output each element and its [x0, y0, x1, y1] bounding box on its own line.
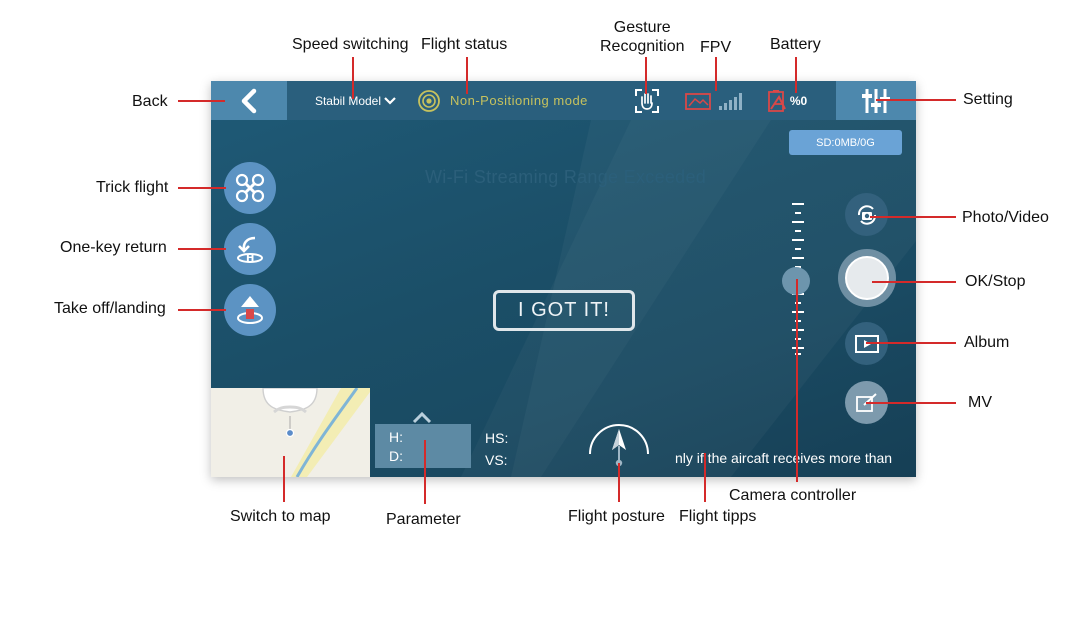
callout-trick-flight: Trick flight	[96, 179, 169, 196]
callout-flight-status: Flight status	[421, 36, 508, 53]
callout-switch-to-map: Switch to map	[230, 508, 331, 525]
map-view	[211, 388, 370, 477]
callout-flight-posture: Flight posture	[568, 508, 665, 525]
callout-line-takeoff	[178, 309, 226, 311]
distance-label: D:	[389, 448, 403, 464]
callout-gesture-recognition: Gesture Recognition	[600, 19, 685, 55]
one-key-return-button[interactable]: H	[224, 223, 276, 275]
callout-line-battery	[795, 57, 797, 93]
takeoff-icon	[237, 296, 263, 324]
camera-switch-icon	[857, 204, 876, 225]
top-toolbar: Stabil Model Non-Positioning mode	[211, 81, 916, 120]
switch-to-map-button[interactable]	[211, 388, 370, 477]
callout-line-map	[283, 456, 285, 502]
callout-mv: MV	[968, 394, 992, 411]
flight-status-indicator: Non-Positioning mode	[417, 81, 617, 120]
callout-line-posture	[618, 463, 620, 502]
gesture-recognition-button[interactable]	[629, 81, 665, 120]
callout-photo-video: Photo/Video	[962, 209, 1049, 226]
callout-back: Back	[132, 93, 168, 110]
callout-line-setting	[876, 99, 956, 101]
callout-line-tips	[704, 453, 706, 502]
return-home-icon: H	[237, 236, 263, 264]
callout-line-trick	[178, 187, 226, 189]
callout-line-speed	[352, 57, 354, 99]
fpv-button[interactable]	[683, 81, 747, 120]
photo-video-toggle[interactable]	[845, 193, 888, 236]
drone-control-screen: Stabil Model Non-Positioning mode	[211, 81, 916, 477]
chevron-left-icon	[241, 88, 257, 113]
battery-icon	[767, 89, 786, 112]
chevron-down-icon	[384, 96, 396, 105]
horizontal-speed-label: HS:	[485, 430, 509, 446]
chevron-up-icon[interactable]	[411, 411, 433, 425]
flight-posture-indicator	[589, 424, 649, 467]
callout-line-mv	[866, 402, 956, 404]
parameter-panel: H: D:	[375, 424, 471, 468]
got-it-button[interactable]: I GOT IT!	[493, 290, 635, 331]
drone-icon	[235, 173, 265, 203]
speed-readout: HS: VS:	[485, 427, 508, 471]
fpv-signal-icon	[685, 92, 742, 110]
callout-line-gesture	[645, 57, 647, 94]
callout-line-photo	[870, 216, 956, 218]
callout-take-off-landing: Take off/landing	[54, 300, 166, 317]
height-label: H:	[389, 429, 403, 445]
svg-text:H: H	[246, 253, 254, 264]
flight-tips-ticker: nly if the aircaft receives more than	[675, 450, 893, 466]
callout-ok-stop: OK/Stop	[965, 273, 1026, 290]
callout-line-status	[466, 57, 468, 94]
battery-indicator: %0	[763, 81, 811, 120]
wifi-warning-text: Wi-Fi Streaming Range Exceeded	[425, 167, 707, 187]
callout-line-back	[178, 100, 225, 102]
callout-battery: Battery	[770, 36, 821, 53]
flight-status-text: Non-Positioning mode	[450, 93, 588, 108]
ok-stop-button[interactable]	[838, 249, 896, 307]
callout-album: Album	[964, 334, 1010, 351]
speed-switch-button[interactable]: Stabil Model	[301, 81, 411, 120]
sd-card-status: SD:0MB/0G	[789, 130, 902, 155]
callout-line-camera-controller	[796, 279, 798, 482]
callout-setting: Setting	[963, 91, 1013, 108]
vertical-speed-label: VS:	[485, 452, 508, 468]
callout-camera-controller: Camera controller	[729, 487, 857, 504]
callout-fpv: FPV	[700, 39, 732, 56]
callout-parameter: Parameter	[386, 511, 461, 528]
shutter-icon	[845, 256, 889, 300]
hand-gesture-icon	[635, 88, 659, 113]
speed-mode-label: Stabil Model	[314, 93, 382, 108]
trick-flight-button[interactable]	[224, 162, 276, 214]
callout-line-ok	[872, 281, 956, 283]
callout-line-return	[178, 248, 226, 250]
callout-flight-tipps: Flight tipps	[679, 508, 757, 525]
callout-speed-switching: Speed switching	[292, 36, 409, 53]
takeoff-landing-button[interactable]	[224, 284, 276, 336]
callout-line-parameter	[424, 440, 426, 504]
callout-one-key-return: One-key return	[60, 239, 167, 256]
battery-value: %0	[789, 93, 808, 108]
callout-line-fpv	[715, 57, 717, 91]
callout-line-album	[866, 342, 956, 344]
target-icon	[418, 89, 440, 112]
